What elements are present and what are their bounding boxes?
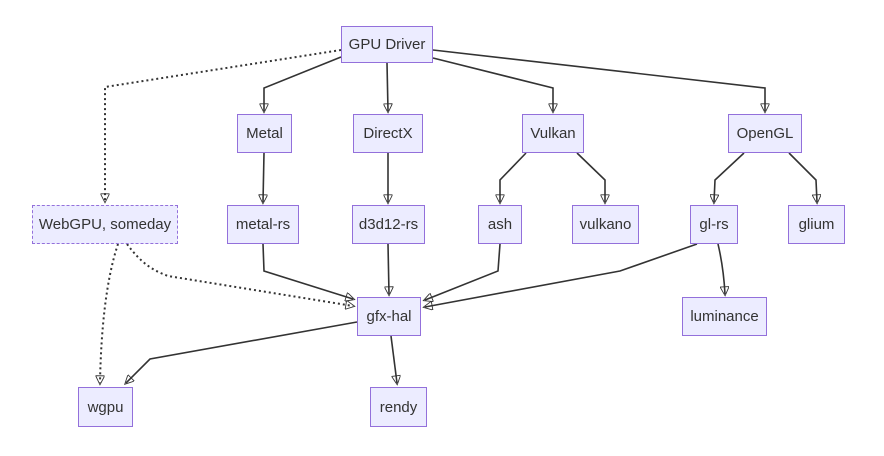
node-opengl: OpenGL — [728, 114, 802, 153]
edge-gpu-driver-metal — [264, 56, 342, 111]
edge-vulkan-vulkano — [576, 152, 605, 202]
node-label: OpenGL — [736, 125, 794, 142]
node-metal: Metal — [237, 114, 292, 153]
edge-opengl-glium — [788, 152, 817, 202]
node-label: vulkano — [579, 216, 632, 233]
node-label: rendy — [379, 398, 418, 416]
edge-gpu-driver-directx — [387, 62, 388, 111]
node-ash: ash — [478, 205, 522, 244]
node-rendy: rendy — [370, 387, 427, 427]
node-label: d3d12-rs — [358, 216, 419, 233]
node-label: Vulkan — [530, 125, 576, 142]
edge-d3d12-rs-gfx-hal — [388, 243, 389, 294]
edge-webgpu-gfx-hal — [126, 243, 353, 306]
edge-gl-rs-gfx-hal — [425, 243, 698, 307]
node-label: gl-rs — [699, 216, 729, 233]
node-label: ash — [487, 216, 513, 233]
edge-gpu-driver-webgpu — [105, 49, 342, 201]
edge-gl-rs-luminance — [717, 243, 725, 294]
node-label: glium — [798, 216, 835, 233]
node-label: GPU Driver — [348, 36, 426, 53]
node-vulkan: Vulkan — [522, 114, 584, 153]
node-gpu-driver: GPU Driver — [341, 26, 433, 63]
edge-gpu-driver-opengl — [432, 49, 765, 111]
edge-opengl-gl-rs — [714, 152, 745, 202]
node-directx: DirectX — [353, 114, 423, 153]
node-label: gfx-hal — [366, 308, 412, 325]
edge-gpu-driver-vulkan — [432, 57, 553, 111]
node-metal-rs: metal-rs — [227, 205, 299, 244]
node-label: luminance — [690, 308, 759, 325]
edge-metal-rs-gfx-hal — [262, 243, 353, 299]
node-label: DirectX — [363, 125, 413, 142]
edge-gfx-hal-wgpu — [126, 321, 358, 383]
node-vulkano: vulkano — [572, 205, 639, 244]
node-label: metal-rs — [235, 216, 291, 233]
node-luminance: luminance — [682, 297, 767, 336]
node-gl-rs: gl-rs — [690, 205, 738, 244]
node-d3d12-rs: d3d12-rs — [352, 205, 425, 244]
node-label: Metal — [246, 125, 283, 142]
node-webgpu: WebGPU, someday — [32, 205, 178, 244]
node-label: wgpu — [87, 398, 124, 416]
node-glium: glium — [788, 205, 845, 244]
node-label: WebGPU, someday — [38, 216, 172, 233]
node-wgpu: wgpu — [78, 387, 133, 427]
node-gfx-hal: gfx-hal — [357, 297, 421, 336]
edge-ash-gfx-hal — [425, 243, 501, 300]
edge-metal-metal-rs — [263, 152, 264, 202]
edge-vulkan-ash — [500, 152, 527, 202]
edge-webgpu-wgpu — [100, 243, 119, 383]
edge-gfx-hal-rendy — [390, 335, 397, 383]
